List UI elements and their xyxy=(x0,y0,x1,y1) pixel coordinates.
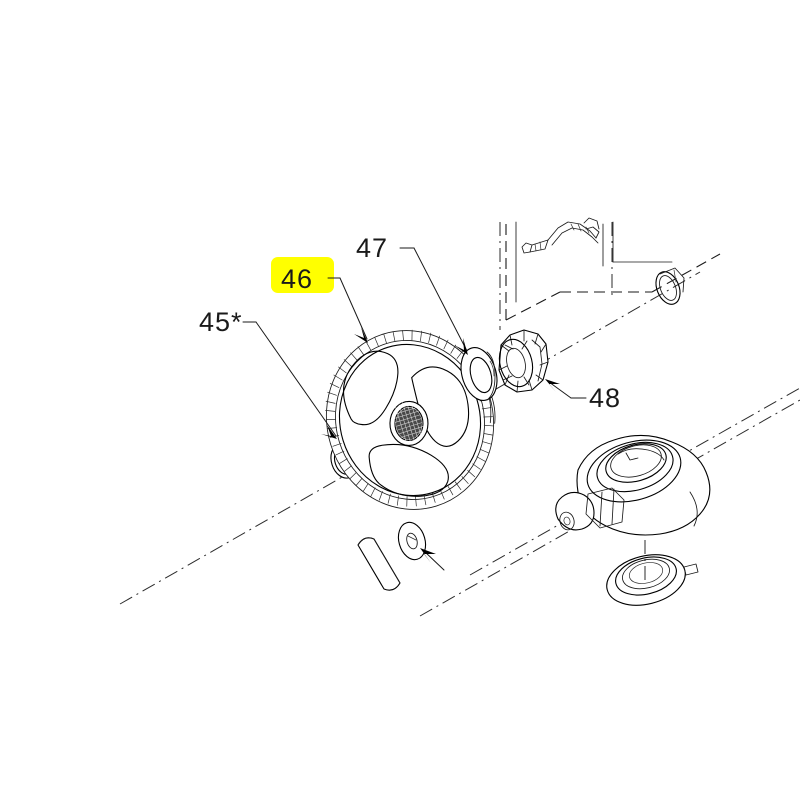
part-thrust-washer-47 xyxy=(460,347,498,401)
part-slotted-nut-48 xyxy=(498,329,549,393)
callout-46-label: 46 xyxy=(281,264,313,294)
part-timing-gear-46 xyxy=(325,329,496,510)
housing-hidden-edges xyxy=(505,221,721,321)
callout-46[interactable]: 46 xyxy=(271,257,368,343)
flat-washer-leader xyxy=(420,548,445,571)
callout-46-highlight xyxy=(271,257,334,293)
callout-48-label: 48 xyxy=(589,383,621,413)
callout-47[interactable]: 47 xyxy=(356,233,468,355)
callout-47-arrowhead xyxy=(454,338,468,355)
callout-45-arrowhead xyxy=(321,425,337,439)
gear-web-spokes xyxy=(338,343,482,497)
gear-bore-spline-texture xyxy=(393,401,424,443)
part-gear-housing xyxy=(555,434,711,606)
callout-48-leader xyxy=(548,381,572,399)
callout-45-leader xyxy=(255,321,337,437)
part-idler-shaft xyxy=(357,537,401,591)
bearing-ring-part xyxy=(655,267,685,305)
callout-45-label: 45* xyxy=(199,307,243,337)
callout-46-leader xyxy=(339,277,368,340)
bolt-and-bracket-part xyxy=(521,217,600,254)
part-flat-washer xyxy=(397,521,427,561)
callout-47-leader xyxy=(413,247,468,352)
gear-tooth-marks xyxy=(325,329,494,507)
callout-48[interactable]: 48 xyxy=(545,379,621,413)
callout-46-arrowhead xyxy=(354,327,368,343)
callout-45[interactable]: 45* xyxy=(199,307,337,439)
callout-48-arrowhead xyxy=(545,379,560,392)
callout-47-label: 47 xyxy=(356,233,388,263)
